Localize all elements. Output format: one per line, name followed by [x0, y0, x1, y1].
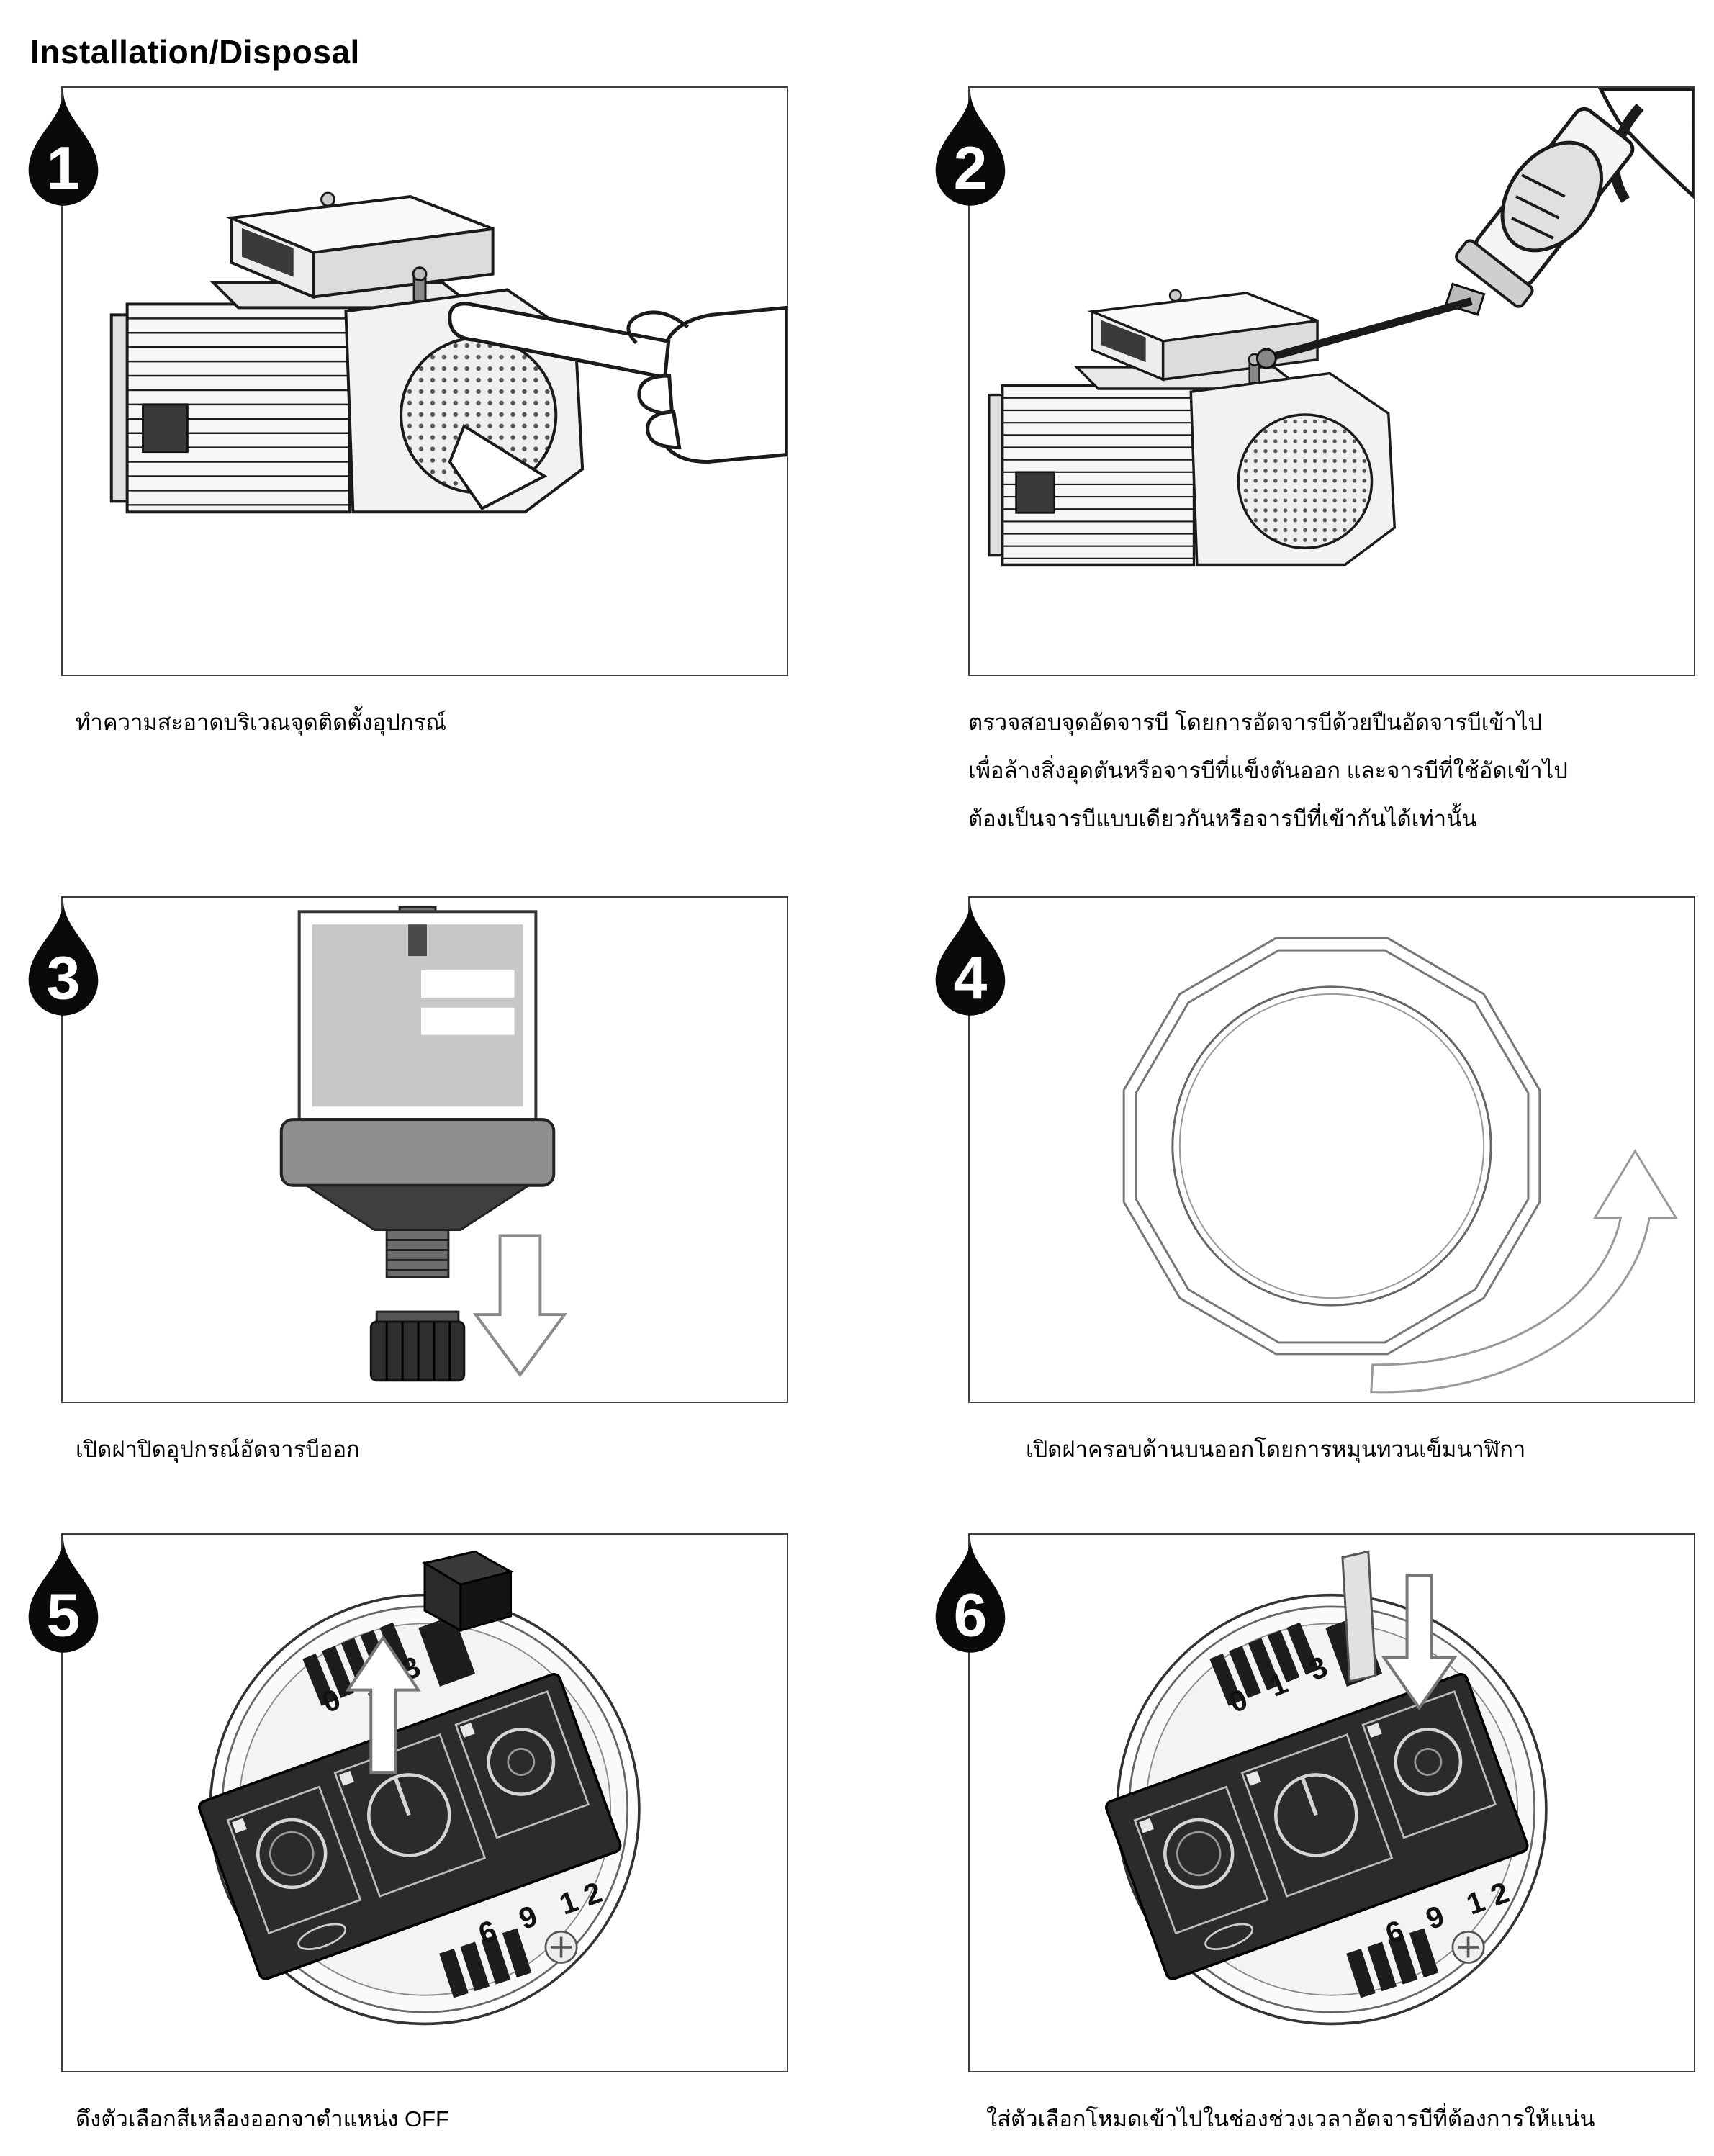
drop-shape — [935, 901, 1006, 1016]
step-4-caption: เปิดฝาครอบด้านบนออกโดยการหมุนทวนเข็มนาฬิ… — [968, 1436, 1695, 1463]
step-2-number-badge: 2 — [925, 88, 1016, 212]
step-3-caption: เปิดฝาปิดอุปกรณ์อัดจารบีออก — [61, 1436, 788, 1463]
step-4-number-badge: 4 — [925, 898, 1016, 1021]
selector-cube — [422, 1550, 514, 1633]
caption-line: ต้องเป็นจารบีแบบเดียวกันหรือจารบีที่เข้า… — [968, 806, 1477, 832]
curled-finger — [637, 374, 675, 417]
step-4-illustration — [1122, 937, 1678, 1394]
drop-shape — [935, 1538, 1006, 1653]
drop-shape — [28, 901, 99, 1016]
cartridge-stripe — [408, 924, 427, 957]
step-6-caption: ใส่ตัวเลือกโหมดเข้าไปในช่องช่วงเวลาอัดจา… — [968, 2106, 1695, 2132]
label-window — [421, 970, 515, 998]
caption-line: เปิดฝาครอบด้านบนออกโดยการหมุนทวนเข็มนาฬิ… — [1026, 1437, 1526, 1462]
step-6-image-box — [968, 1533, 1695, 2072]
step-1: 1 ทำความสะอาดบริเวณจุดติดตั้งอุปกรณ์ — [28, 86, 788, 757]
lubricator-cartridge — [279, 906, 568, 1382]
cleaning-cloth — [448, 423, 548, 510]
index-finger — [448, 302, 671, 379]
taper — [302, 1184, 533, 1232]
step-number: 1 — [47, 135, 81, 202]
step-5: 5 ดึงตัวเลือกสีเหลืองออกจาตำแหน่ง OFF — [28, 1533, 788, 2154]
caption-line: เปิดฝาปิดอุปกรณ์อัดจารบีออก — [76, 1437, 360, 1462]
step-number: 3 — [47, 944, 81, 1012]
step-3-image-box — [61, 896, 788, 1403]
nozzle-coupler — [1255, 348, 1277, 369]
step-5-caption: ดึงตัวเลือกสีเหลืองออกจาตำแหน่ง OFF — [61, 2106, 788, 2132]
step-3-illustration — [279, 906, 568, 1382]
step-number: 4 — [954, 944, 988, 1012]
cover-dodecagon-outer — [1122, 937, 1541, 1356]
cover-circle-inner — [1178, 993, 1485, 1299]
caption-line: ดึงตัวเลือกสีเหลืองออกจาตำแหน่ง OFF — [76, 2106, 449, 2132]
finger-lines — [1511, 173, 1566, 240]
step-3-number-badge: 3 — [18, 898, 109, 1021]
caption-line: ทำความสะอาดบริเวณจุดติดตั้งอุปกรณ์ — [76, 710, 446, 735]
down-arrow — [472, 1234, 568, 1378]
operator-arm — [1597, 88, 1694, 199]
gun-nozzle — [1269, 297, 1473, 361]
selector-blade — [1341, 1550, 1377, 1683]
page-title: Installation/Disposal — [30, 32, 360, 71]
step-6-illustration — [970, 1550, 1694, 2071]
caption-line: ตรวจสอบจุดอัดจารบี โดยการอัดจารบีด้วยปืน… — [968, 710, 1543, 735]
step-2-caption: ตรวจสอบจุดอัดจารบี โดยการอัดจารบีด้วยปืน… — [968, 709, 1695, 833]
step-6-number-badge: 6 — [925, 1535, 1016, 1659]
step-2: 2 ตรวจสอบจุดอัดจารบี โดยการอัดจารบีด้วยป… — [935, 86, 1695, 854]
step-6: 6 ใส่ตัวเลือกโหมดเข้าไปในช่องช่วงเวลาอัด… — [935, 1533, 1695, 2154]
step-number: 5 — [47, 1582, 81, 1649]
step-2-illustration — [988, 88, 1694, 567]
pull-out-arrow — [345, 1635, 421, 1774]
step-4-image-box — [968, 896, 1695, 1403]
curled-finger — [646, 410, 682, 450]
drop-shape — [935, 91, 1006, 206]
step-number: 2 — [954, 135, 988, 202]
step-5-image-box — [61, 1533, 788, 2072]
pointing-hand — [448, 302, 787, 464]
cover-dodecagon-inner — [1135, 949, 1530, 1344]
step-5-number-badge: 5 — [18, 1535, 109, 1659]
gripping-hand — [1500, 140, 1604, 253]
protective-cap — [369, 1310, 466, 1382]
grease-gun-drawing — [1255, 88, 1694, 369]
label-window — [421, 1007, 515, 1035]
threads — [387, 1239, 448, 1271]
caption-line: ใส่ตัวเลือกโหมดเข้าไปในช่องช่วงเวลาอัดจา… — [986, 2106, 1595, 2132]
top-cover-drawing — [1122, 937, 1678, 1394]
insert-down-arrow — [1381, 1574, 1458, 1710]
cover-circle-outer — [1171, 985, 1492, 1307]
counterclockwise-arrow — [1370, 1149, 1678, 1394]
step-number: 6 — [954, 1582, 988, 1649]
thumb — [626, 310, 690, 344]
drop-shape — [28, 91, 99, 206]
step-3: 3 เปิดฝาปิดอุปกรณ์อัดจารบีออก — [28, 896, 788, 1484]
step-1-image-box — [61, 86, 788, 676]
drop-shape — [28, 1538, 99, 1653]
collar — [279, 1118, 556, 1187]
caption-line: เพื่อล้างสิ่งอุดตันหรือจารบีที่แข็งตันออ… — [968, 758, 1568, 784]
step-2-image-box — [968, 86, 1695, 676]
step-1-caption: ทำความสะอาดบริเวณจุดติดตั้งอุปกรณ์ — [61, 709, 788, 736]
step-1-illustration — [109, 191, 787, 514]
step-1-number-badge: 1 — [18, 88, 109, 212]
step-5-illustration — [63, 1550, 787, 2071]
step-4: 4 เปิดฝาครอบด้านบนออกโดยการหมุนทวนเข็มนา… — [935, 896, 1695, 1484]
